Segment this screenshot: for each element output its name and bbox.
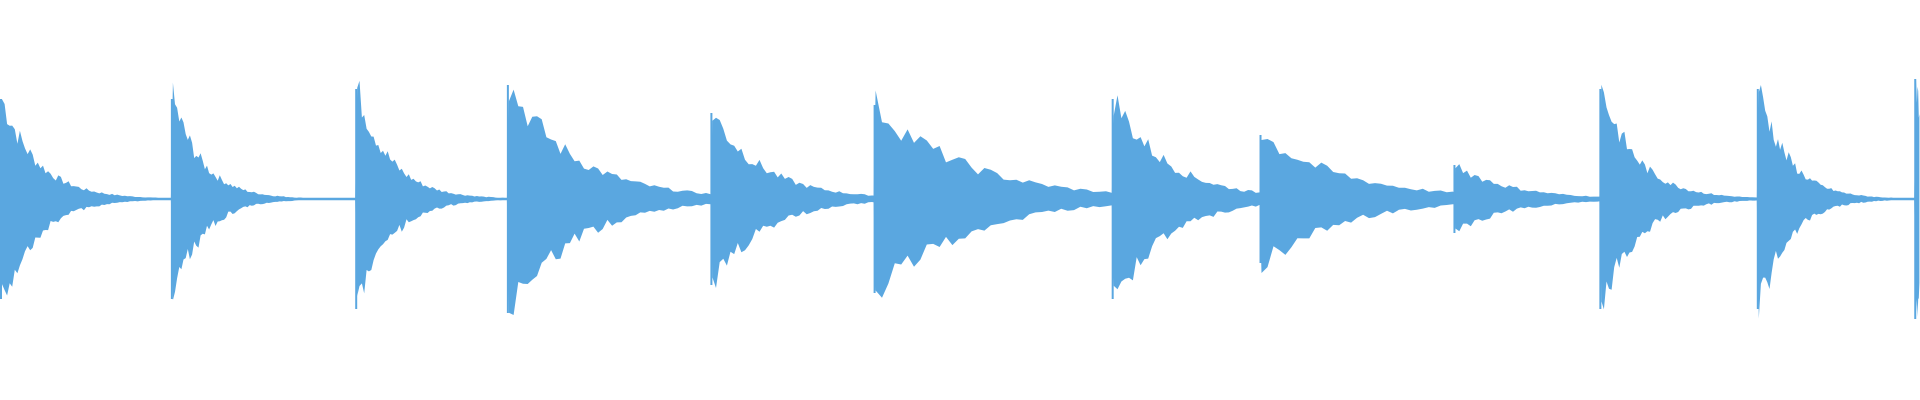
waveform-transient-7 xyxy=(1111,95,1460,290)
waveform-transient-8 xyxy=(1259,139,1800,273)
waveform-transient-3 xyxy=(355,80,569,296)
waveform-transient-6 xyxy=(873,90,1452,298)
waveform-transient-10 xyxy=(1599,84,1832,310)
waveform-transient-9 xyxy=(1453,164,1801,232)
waveform-transient-5 xyxy=(710,117,1039,288)
waveform-transient-2 xyxy=(170,82,365,301)
waveform-transient-1 xyxy=(0,99,233,296)
waveform-transient-11 xyxy=(1756,85,1919,319)
